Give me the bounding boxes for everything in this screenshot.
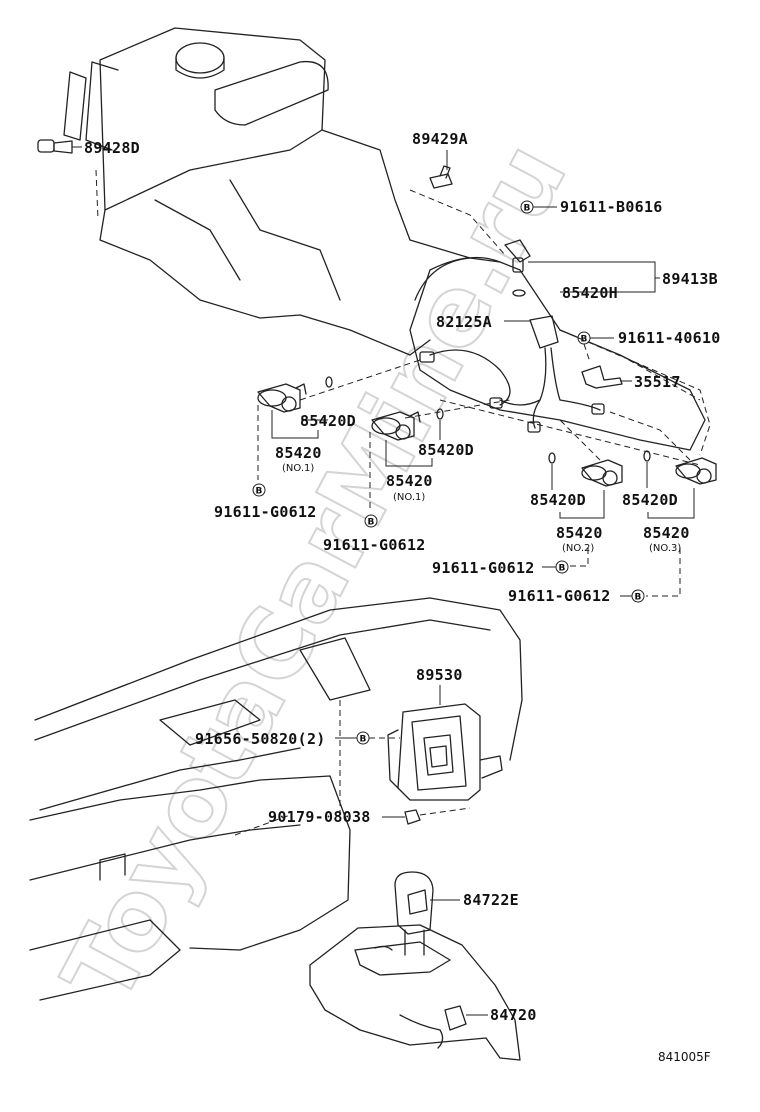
- label-85420H: 85420H: [562, 284, 618, 302]
- label-85420D-d: 85420D: [622, 491, 678, 509]
- diagram-code: 841005F: [658, 1050, 711, 1064]
- label-85420-no1-left: 85420: [275, 444, 322, 462]
- engine-assembly-drawing: [63, 27, 706, 451]
- label-35517: 35517: [634, 373, 681, 391]
- label-85420-no3-sub: (NO.3): [649, 543, 681, 554]
- label-91611-B0616: 91611-B0616: [560, 198, 663, 216]
- solenoid-85420-no3: [643, 450, 717, 597]
- label-84720: 84720: [490, 1006, 537, 1024]
- svg-text:B: B: [635, 593, 642, 603]
- bolt-marker-B0616: B: [520, 200, 557, 214]
- bolt-marker-50820: B: [335, 731, 400, 745]
- label-85420-no1-right: 85420: [386, 472, 433, 490]
- label-85420-no3: 85420: [643, 524, 690, 542]
- solenoid-85420-no1-left: [257, 376, 333, 480]
- label-85420-no2: 85420: [556, 524, 603, 542]
- label-89428D: 89428D: [84, 139, 140, 157]
- dashboard-drawing: [29, 597, 523, 1001]
- label-89429A: 89429A: [412, 130, 468, 148]
- label-90179-08038: 90179-08038: [268, 808, 371, 826]
- svg-text:B: B: [524, 204, 531, 214]
- shift-lever-drawing: [309, 871, 521, 1061]
- label-91611-G0612-a: 91611-G0612: [214, 503, 317, 521]
- label-91611-40610: 91611-40610: [618, 329, 721, 347]
- svg-text:B: B: [559, 564, 566, 574]
- label-85420D-a: 85420D: [300, 412, 356, 430]
- bolt-marker-G0612-c: B: [542, 560, 569, 574]
- label-85420-no1-left-sub: (NO.1): [282, 463, 314, 474]
- wire-harness-82125A: [419, 315, 605, 433]
- sensor-89428D: [37, 139, 82, 154]
- label-91611-G0612-c: 91611-G0612: [432, 559, 535, 577]
- label-91611-G0612-b: 91611-G0612: [323, 536, 426, 554]
- label-85420-no1-right-sub: (NO.1): [393, 492, 425, 503]
- sensor-89429A: [429, 150, 453, 189]
- label-84722E: 84722E: [463, 891, 519, 909]
- label-89530: 89530: [416, 666, 463, 684]
- label-85420-no2-sub: (NO.2): [562, 543, 594, 554]
- bolt-marker-G0612-a: B: [252, 483, 266, 497]
- ecu-89530: [387, 685, 503, 801]
- svg-text:B: B: [360, 735, 367, 745]
- sensor-89413B: [504, 239, 660, 297]
- label-82125A: 82125A: [436, 313, 492, 331]
- label-91656-50820: 91656-50820(2): [195, 730, 326, 748]
- solenoid-85420-no1-right: [369, 408, 444, 508]
- label-85420D-b: 85420D: [418, 441, 474, 459]
- svg-text:B: B: [256, 487, 263, 497]
- svg-text:B: B: [581, 335, 588, 345]
- bracket-35517: [581, 365, 632, 389]
- clip-90179-08038: [382, 807, 471, 825]
- bolt-marker-G0612-b: B: [364, 514, 378, 528]
- svg-text:B: B: [368, 518, 375, 528]
- solenoid-85420-no2: [548, 452, 623, 567]
- label-85420D-c: 85420D: [530, 491, 586, 509]
- label-91611-G0612-d: 91611-G0612: [508, 587, 611, 605]
- bolt-marker-40610: B: [577, 331, 614, 363]
- bolt-marker-G0612-d: B: [620, 589, 645, 603]
- label-89413B: 89413B: [662, 270, 718, 288]
